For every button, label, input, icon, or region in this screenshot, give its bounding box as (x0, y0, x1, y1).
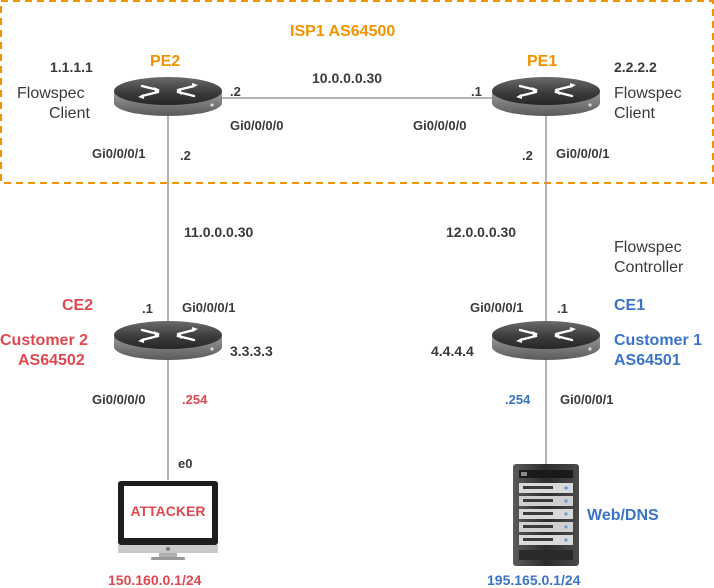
isp-title: ISP1 AS64500 (290, 23, 396, 40)
ce2-customer-name: Customer 2 (0, 332, 89, 349)
router-icon-ce1 (490, 319, 602, 362)
controller-line1: Flowspec (614, 239, 682, 256)
pe1-router-id: 2.2.2.2 (614, 59, 657, 75)
pe2-name: PE2 (150, 53, 181, 70)
ce1-router-id: 4.4.4.4 (431, 343, 474, 359)
router-icon-ce2 (112, 319, 224, 362)
server-icon (513, 464, 579, 566)
left-link-subnet: 11.0.0.0.30 (184, 224, 254, 240)
ce1-up-interface: Gi0/0/0/1 (470, 300, 524, 315)
ce2-up-interface: Gi0/0/0/1 (182, 300, 236, 315)
pe1-core-interface: Gi0/0/0/0 (413, 118, 467, 133)
pe2-core-ip: .2 (230, 84, 241, 99)
attacker-interface: e0 (178, 456, 193, 471)
pe2-role-line1: Flowspec (17, 85, 85, 102)
ce1-customer-as: AS64501 (614, 352, 681, 369)
ce1-down-interface: Gi0/0/0/1 (560, 392, 614, 407)
server-label: Web/DNS (587, 507, 659, 524)
ce2-down-interface: Gi0/0/0/0 (92, 392, 146, 407)
pe2-down-interface: Gi0/0/0/1 (92, 146, 146, 161)
ce1-up-ip: .1 (557, 301, 568, 316)
ce2-name: CE2 (62, 297, 94, 314)
pe1-core-ip: .1 (471, 84, 482, 99)
controller-line2: Controller (614, 259, 684, 276)
attacker-subnet: 150.160.0.1/24 (108, 572, 202, 588)
ce2-up-ip: .1 (142, 301, 153, 316)
pe1-down-ip: .2 (522, 148, 533, 163)
pe2-core-interface: Gi0/0/0/0 (230, 118, 284, 133)
server-subnet: 195.165.0.1/24 (487, 572, 581, 588)
right-link-subnet: 12.0.0.0.30 (446, 224, 517, 240)
isp-boundary (0, 0, 714, 184)
core-link-subnet: 10.0.0.0.30 (312, 70, 383, 86)
pe1-role-line1: Flowspec (614, 85, 682, 102)
ce1-customer-name: Customer 1 (614, 332, 703, 349)
pe2-role-line2: Client (49, 105, 90, 122)
pe1-down-interface: Gi0/0/0/1 (556, 146, 610, 161)
pe1-role-line2: Client (614, 105, 655, 122)
ce2-customer-as: AS64502 (18, 352, 85, 369)
pe1-name: PE1 (527, 53, 558, 70)
router-icon-pe2 (112, 75, 224, 118)
monitor-icon (118, 481, 218, 560)
pe2-down-ip: .2 (180, 148, 191, 163)
attacker-label: ATTACKER (130, 503, 206, 519)
ce1-name: CE1 (614, 297, 646, 314)
ce2-router-id: 3.3.3.3 (230, 343, 273, 359)
router-icon-pe1 (490, 75, 602, 118)
ce2-down-ip: .254 (182, 392, 208, 407)
pe2-router-id: 1.1.1.1 (50, 59, 93, 75)
ce1-down-ip: .254 (505, 392, 531, 407)
